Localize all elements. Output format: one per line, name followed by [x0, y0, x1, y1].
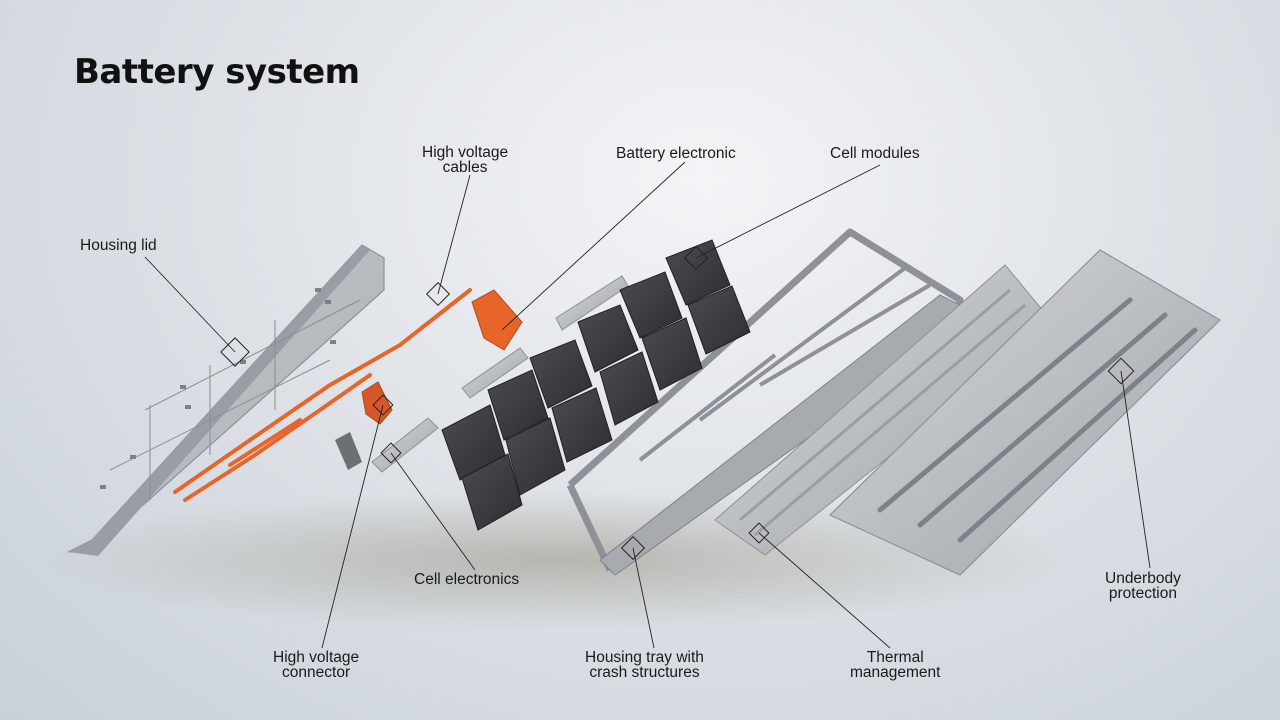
label-housing-lid: Housing lid [80, 237, 157, 254]
label-thermal-management: Thermal management [850, 649, 941, 681]
label-high-voltage-cables: High voltage cables [422, 144, 509, 176]
callout-markers [220, 245, 1135, 561]
label-underbody-protection: Underbody protection [1105, 570, 1181, 602]
battery-electronic-part [471, 289, 523, 351]
small-bracket-part [335, 432, 362, 470]
underbody-protection-part [828, 249, 1221, 576]
label-cell-modules: Cell modules [830, 145, 920, 162]
thermal-management-part [714, 264, 1056, 556]
hv-connector-part [361, 381, 393, 425]
label-cell-electronics: Cell electronics [414, 571, 520, 588]
ground-shadow [40, 490, 1080, 630]
page-title: Battery system [74, 52, 360, 92]
high-voltage-cables-part [173, 288, 472, 502]
cell-modules-part [441, 239, 751, 531]
leader-lines [144, 161, 1151, 649]
label-high-voltage-connector: High voltage connector [273, 649, 360, 681]
housing-lid-part [67, 244, 385, 556]
label-housing-tray: Housing tray with crash structures [585, 649, 704, 681]
cell-electronics-parts [371, 275, 629, 473]
label-battery-electronic: Battery electronic [616, 145, 736, 162]
